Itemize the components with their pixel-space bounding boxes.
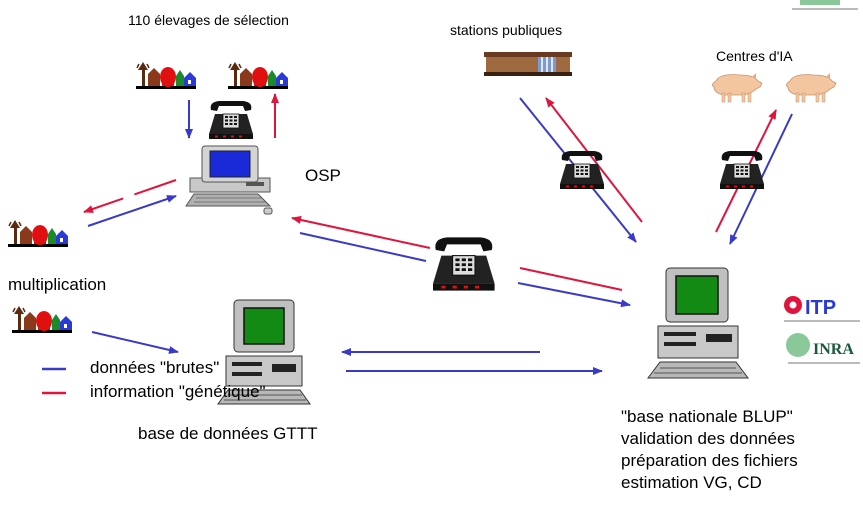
inra-logo-text: INRA bbox=[813, 341, 854, 358]
label-stations: stations publiques bbox=[450, 22, 563, 38]
telephone-icon bbox=[432, 236, 496, 292]
blup-line: "base nationale BLUP" bbox=[621, 407, 793, 426]
telephone-icon bbox=[559, 150, 605, 190]
pig-icon bbox=[785, 72, 837, 103]
station-building-icon bbox=[484, 52, 572, 76]
arrow-multiplication-to-osp bbox=[87, 195, 177, 227]
itp-logo-text: ITP bbox=[805, 297, 836, 319]
farm-icon bbox=[11, 305, 73, 334]
arrow-blup-to-stations bbox=[545, 97, 643, 223]
label-multiplication: multiplication bbox=[8, 275, 107, 294]
label-centres: Centres d'IA bbox=[716, 48, 793, 64]
computer-icon bbox=[217, 299, 311, 405]
arrow-blup-to-osp bbox=[291, 216, 431, 249]
blup-description: "base nationale BLUP" validation des don… bbox=[621, 406, 798, 494]
label-gttt: base de données GTTT bbox=[138, 424, 318, 443]
farm-icon bbox=[227, 61, 289, 90]
computer-icon bbox=[647, 267, 749, 379]
arrow-osp-to-phone bbox=[299, 232, 427, 262]
itp-logo: ITP bbox=[784, 296, 860, 322]
telephone-icon bbox=[719, 150, 765, 190]
farm-icon bbox=[135, 61, 197, 90]
pig-icon bbox=[711, 72, 763, 103]
blup-line: estimation VG, CD bbox=[621, 473, 762, 492]
arrow-osp-to-multiplication-dashed bbox=[83, 179, 177, 213]
label-osp: OSP bbox=[305, 166, 341, 185]
arrow-phone-to-blup-blue bbox=[517, 282, 631, 308]
inra-logo: INRA bbox=[786, 333, 860, 364]
legend-label-genetique: information "génétique" bbox=[90, 382, 266, 401]
computer-icon bbox=[185, 145, 273, 215]
corner-logo bbox=[792, 0, 858, 10]
farm-icon bbox=[7, 219, 69, 248]
arrow-multiplication-to-gttt bbox=[91, 331, 179, 354]
legend-label-brutes: données "brutes" bbox=[90, 358, 220, 377]
blup-line: validation des données bbox=[621, 429, 795, 448]
telephone-icon bbox=[208, 100, 254, 140]
arrow-phone-to-blup-red bbox=[519, 267, 623, 291]
blup-line: préparation des fichiers bbox=[621, 451, 798, 470]
label-elevages: 110 élevages de sélection bbox=[128, 12, 289, 28]
